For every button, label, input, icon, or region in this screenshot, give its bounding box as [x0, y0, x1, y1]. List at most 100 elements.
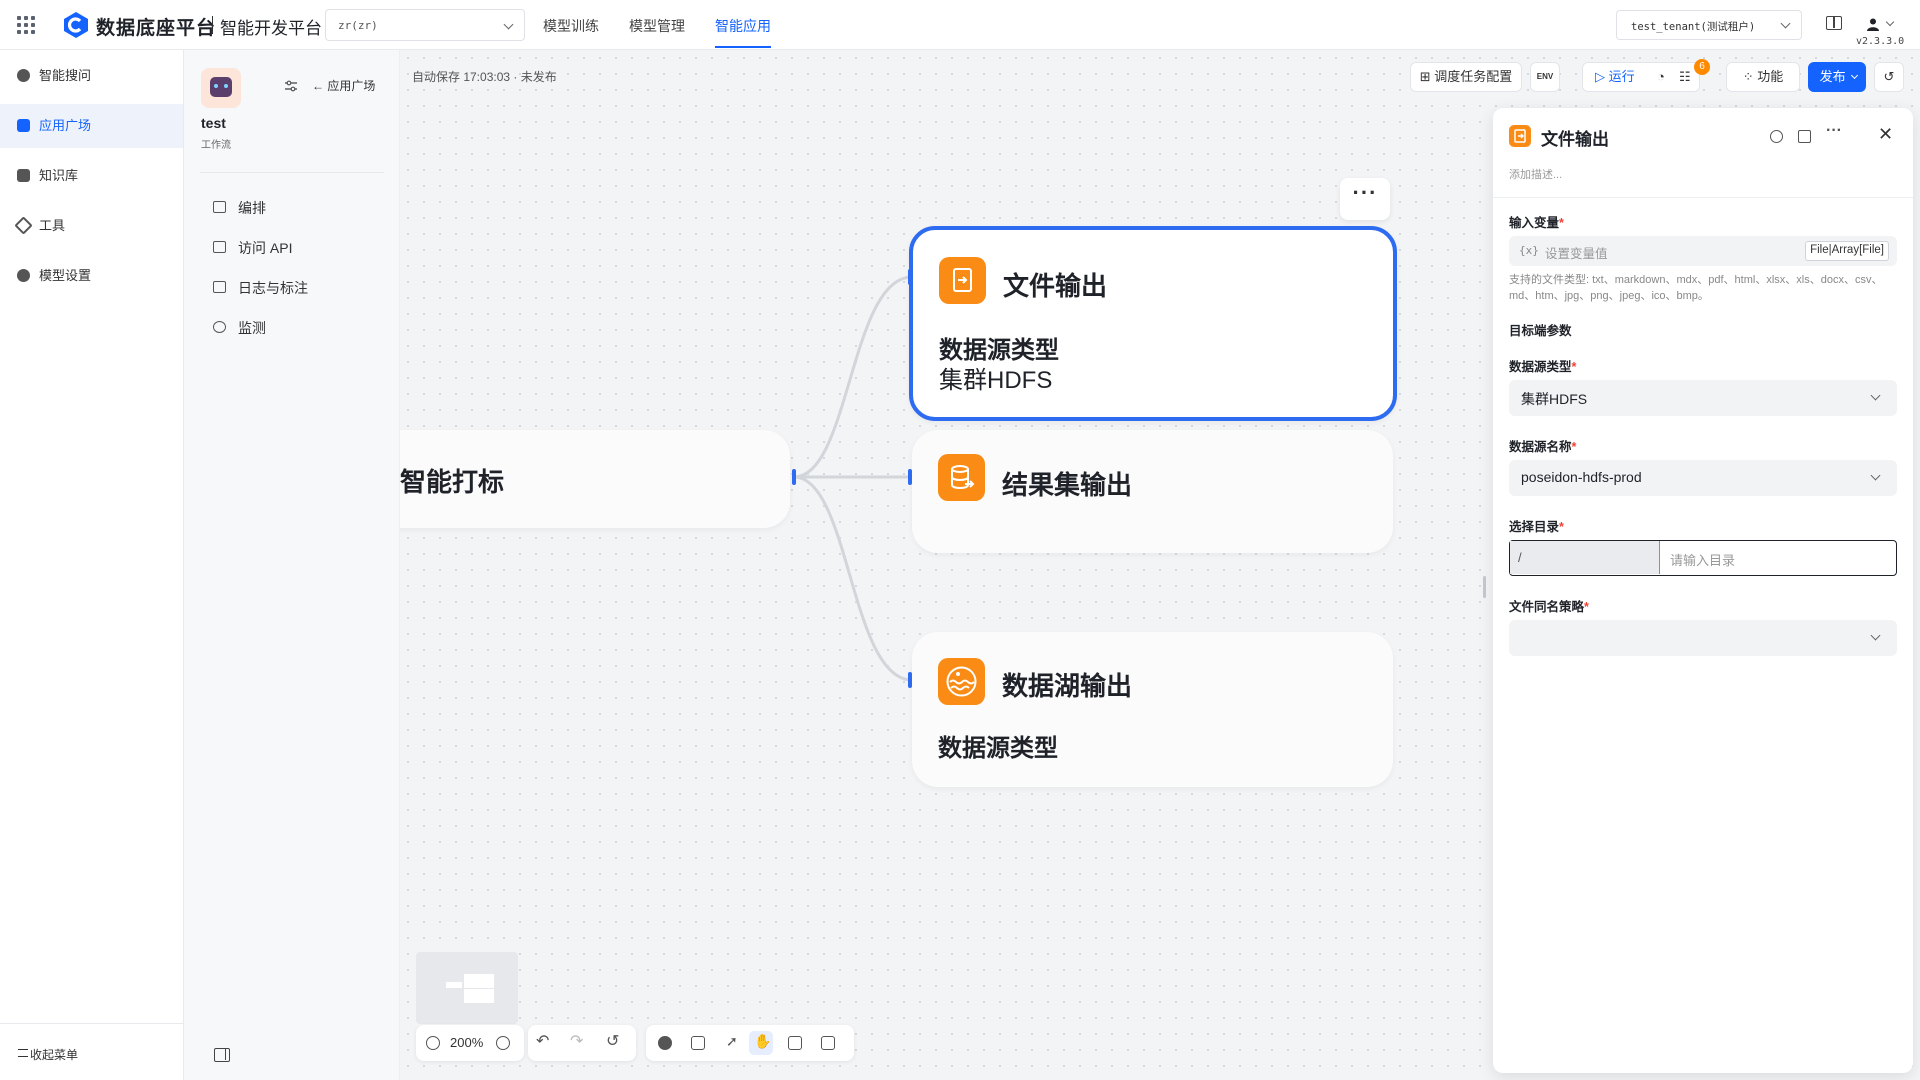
version-history-button[interactable]: ↺	[1874, 62, 1904, 92]
features-label: 功能	[1757, 69, 1784, 84]
features-button[interactable]: ⁘ 功能	[1726, 62, 1800, 92]
robot-icon	[210, 77, 232, 97]
menu-orchestrate[interactable]: 编排	[213, 198, 266, 218]
history-icon[interactable]: ◔	[1657, 69, 1665, 84]
nav-model-management[interactable]: 模型管理	[629, 18, 685, 34]
hand-icon[interactable]: ✋	[754, 1033, 772, 1049]
drawer-title: 文件输出	[1541, 130, 1609, 149]
conflict-select[interactable]	[1509, 620, 1897, 656]
schedule-config-button[interactable]: ⊞ 调度任务配置	[1410, 62, 1522, 92]
node-input-handle[interactable]	[908, 269, 912, 285]
arrow-left-icon: ←	[312, 79, 324, 93]
user-avatar-icon[interactable]	[1866, 17, 1880, 31]
history-icon[interactable]: ↺	[606, 1033, 620, 1050]
sidebar-item-label: 应用广场	[39, 118, 92, 133]
organize-icon[interactable]	[821, 1036, 835, 1050]
run-button[interactable]: 运行	[1608, 69, 1635, 84]
tenant-select[interactable]: test_tenant(测试租户)	[1616, 10, 1802, 40]
env-button[interactable]: ENV	[1530, 62, 1560, 92]
menu-access-api[interactable]: 访问 API	[213, 238, 292, 258]
node-title: 文件输出	[1003, 271, 1108, 301]
docs-icon[interactable]	[1826, 16, 1842, 30]
menu-label: 日志与标注	[238, 280, 308, 296]
input-var-field[interactable]: {x} 设置变量值 File|Array[File]	[1509, 236, 1897, 266]
chevron-down-icon	[503, 19, 514, 30]
export-image-icon[interactable]	[788, 1036, 802, 1050]
zoom-out-icon[interactable]	[426, 1036, 440, 1050]
sidebar-item-app-plaza[interactable]: 应用广场	[0, 104, 183, 148]
minimap[interactable]	[416, 952, 518, 1024]
input-var-label-text: 输入变量	[1509, 216, 1560, 230]
required-mark: *	[1559, 216, 1564, 230]
zoom-in-icon[interactable]	[496, 1036, 510, 1050]
app-name: test	[201, 115, 226, 131]
redo-icon[interactable]: ↷	[570, 1033, 584, 1050]
sidebar-item-model-settings[interactable]: 模型设置	[0, 254, 183, 298]
node-input-handle[interactable]	[908, 672, 912, 688]
chevron-down-icon	[1870, 390, 1881, 401]
undo-icon[interactable]: ↶	[536, 1033, 550, 1050]
node-output-handle[interactable]	[792, 469, 796, 485]
sidebar-item-label: 智能搜问	[39, 68, 92, 83]
node-data-lake-output[interactable]: 数据湖输出 数据源类型	[912, 632, 1393, 787]
close-icon[interactable]: ✕	[1878, 124, 1894, 144]
checklist-badge: 6	[1694, 59, 1710, 75]
node-param-label: 数据源类型	[939, 337, 1059, 364]
version-label: v2.3.3.0	[1856, 36, 1905, 47]
app-settings-icon[interactable]	[284, 80, 298, 92]
input-var-label: 输入变量*	[1509, 212, 1564, 231]
edges	[793, 275, 913, 682]
required-mark: *	[1559, 520, 1564, 534]
project-select[interactable]: zr(zr)	[325, 9, 525, 41]
note-icon[interactable]	[691, 1036, 705, 1050]
nav-smart-apps[interactable]: 智能应用	[715, 18, 771, 34]
canvas-tools: ➚ ✋	[646, 1025, 854, 1061]
menu-logs-annotations[interactable]: 日志与标注	[213, 278, 308, 298]
brand-logo-icon	[64, 12, 88, 38]
help-icon[interactable]	[1770, 130, 1783, 143]
node-title: 数据湖输出	[1002, 671, 1133, 701]
ds-name-value: poseidon-hdfs-prod	[1521, 469, 1642, 485]
collapse-menu-label: 收起菜单	[30, 1048, 79, 1062]
node-input-handle[interactable]	[908, 469, 912, 485]
dir-input[interactable]: 请输入目录	[1670, 553, 1736, 568]
publish-button[interactable]: 发布	[1808, 62, 1866, 92]
database-export-icon	[938, 454, 985, 501]
chevron-down-icon	[1870, 470, 1881, 481]
more-icon[interactable]: ···	[1826, 122, 1842, 139]
back-to-app-plaza-link[interactable]: ← 应用广场	[312, 77, 375, 94]
chevron-down-icon[interactable]	[1885, 17, 1895, 27]
dir-label: 选择目录*	[1509, 516, 1564, 535]
collapse-menu-button[interactable]: 收起菜单	[0, 1023, 183, 1080]
var-type-tag: File|Array[File]	[1805, 241, 1889, 261]
app-panel: test 工作流 ← 应用广场 编排 访问 API 日志与标注 监测	[184, 50, 400, 1080]
menu-monitoring[interactable]: 监测	[213, 318, 266, 338]
ds-name-select[interactable]: poseidon-hdfs-prod	[1509, 460, 1897, 496]
split-view-icon[interactable]	[1798, 130, 1811, 143]
ds-name-label-text: 数据源名称	[1509, 440, 1572, 454]
node-result-output[interactable]: 结果集输出	[912, 430, 1393, 553]
toggle-panel-icon[interactable]	[214, 1048, 230, 1062]
checklist-icon[interactable]: ☷	[1679, 69, 1691, 84]
drawer-resize-handle[interactable]	[1483, 576, 1486, 598]
ds-type-select[interactable]: 集群HDFS	[1509, 380, 1897, 416]
history-controls: ↶ ↷ ↺	[528, 1025, 636, 1061]
node-smart-tagging[interactable]: 智能打标	[400, 430, 790, 528]
history-icon: ↺	[1883, 69, 1895, 84]
description-input[interactable]: 添加描述...	[1509, 169, 1563, 181]
chevron-down-icon	[1780, 18, 1791, 29]
node-more-button[interactable]: ···	[1340, 178, 1390, 220]
add-node-icon[interactable]	[658, 1036, 672, 1050]
zoom-level[interactable]: 200%	[450, 1035, 484, 1050]
sidebar-item-smart-search[interactable]: 智能搜问	[0, 54, 183, 98]
app-launcher-icon[interactable]	[17, 16, 35, 34]
pointer-icon[interactable]: ➚	[726, 1033, 738, 1049]
nav-model-training[interactable]: 模型训练	[543, 18, 599, 34]
app-icon	[17, 119, 30, 132]
nav-active-indicator	[715, 46, 771, 48]
sidebar-item-knowledge-base[interactable]: 知识库	[0, 154, 183, 198]
ds-type-value: 集群HDFS	[1521, 391, 1588, 407]
sidebar-item-tools[interactable]: 工具	[0, 204, 183, 248]
brand-name: 数据底座平台	[96, 18, 217, 39]
node-file-output[interactable]: 文件输出 数据源类型 集群HDFS	[909, 226, 1397, 421]
